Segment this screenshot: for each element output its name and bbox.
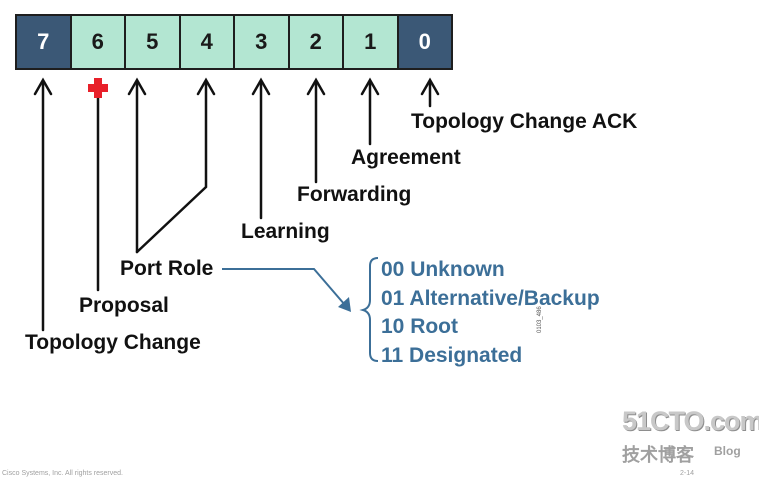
label-forwarding: Forwarding <box>297 183 412 206</box>
footer-copyright: Cisco Systems, Inc. All rights reserved. <box>2 470 123 477</box>
bit-2: 2 <box>289 16 344 68</box>
arrowhead-port-role-values <box>338 297 351 312</box>
label-proposal: Proposal <box>79 294 169 317</box>
bit-1: 1 <box>344 16 399 68</box>
arrowhead-agreement <box>360 77 380 96</box>
bit-0: 0 <box>398 16 451 68</box>
bit-6: 6 <box>71 16 126 68</box>
bit-5: 5 <box>126 16 181 68</box>
label-topology-change: Topology Change <box>25 331 201 354</box>
port-role-brace <box>359 257 379 362</box>
arrow-bit4 <box>135 80 208 254</box>
port-role-value: 01 Alternative/Backup <box>381 286 600 310</box>
label-port-role: Port Role <box>120 257 214 280</box>
port-role-value: 11 Designated <box>381 343 523 367</box>
watermark-subtitle: 技术博客 <box>622 445 694 465</box>
arrowhead-bit4 <box>196 77 216 96</box>
arrowhead-bit5 <box>127 77 147 96</box>
bit-4: 4 <box>180 16 235 68</box>
port-role-value: 10 Root <box>381 315 459 338</box>
arrow-port-role-values <box>222 268 346 306</box>
arrowhead-learning <box>251 77 271 96</box>
arrowhead-tc-ack <box>420 77 440 96</box>
flags-bit-field: 7 6 5 4 3 2 1 0 <box>15 14 453 70</box>
port-role-value: 00 Unknown <box>381 258 505 281</box>
footer-page-number: 2-14 <box>680 470 695 477</box>
label-learning: Learning <box>241 220 330 243</box>
label-agreement: Agreement <box>351 146 461 169</box>
bit-3: 3 <box>235 16 290 68</box>
watermark-blog: Blog <box>714 444 741 458</box>
figure-id: 0103_486 <box>537 306 543 333</box>
proposal-marker-icon <box>88 78 108 98</box>
watermark-logo: 51CTO.com <box>622 406 759 436</box>
arrowhead-topology-change <box>33 77 53 96</box>
label-topology-change-ack: Topology Change ACK <box>411 110 638 133</box>
bit-7: 7 <box>17 16 72 68</box>
port-role-values-list: 00 Unknown 01 Alternative/Backup 10 Root… <box>381 256 600 370</box>
arrowhead-forwarding <box>306 77 326 96</box>
